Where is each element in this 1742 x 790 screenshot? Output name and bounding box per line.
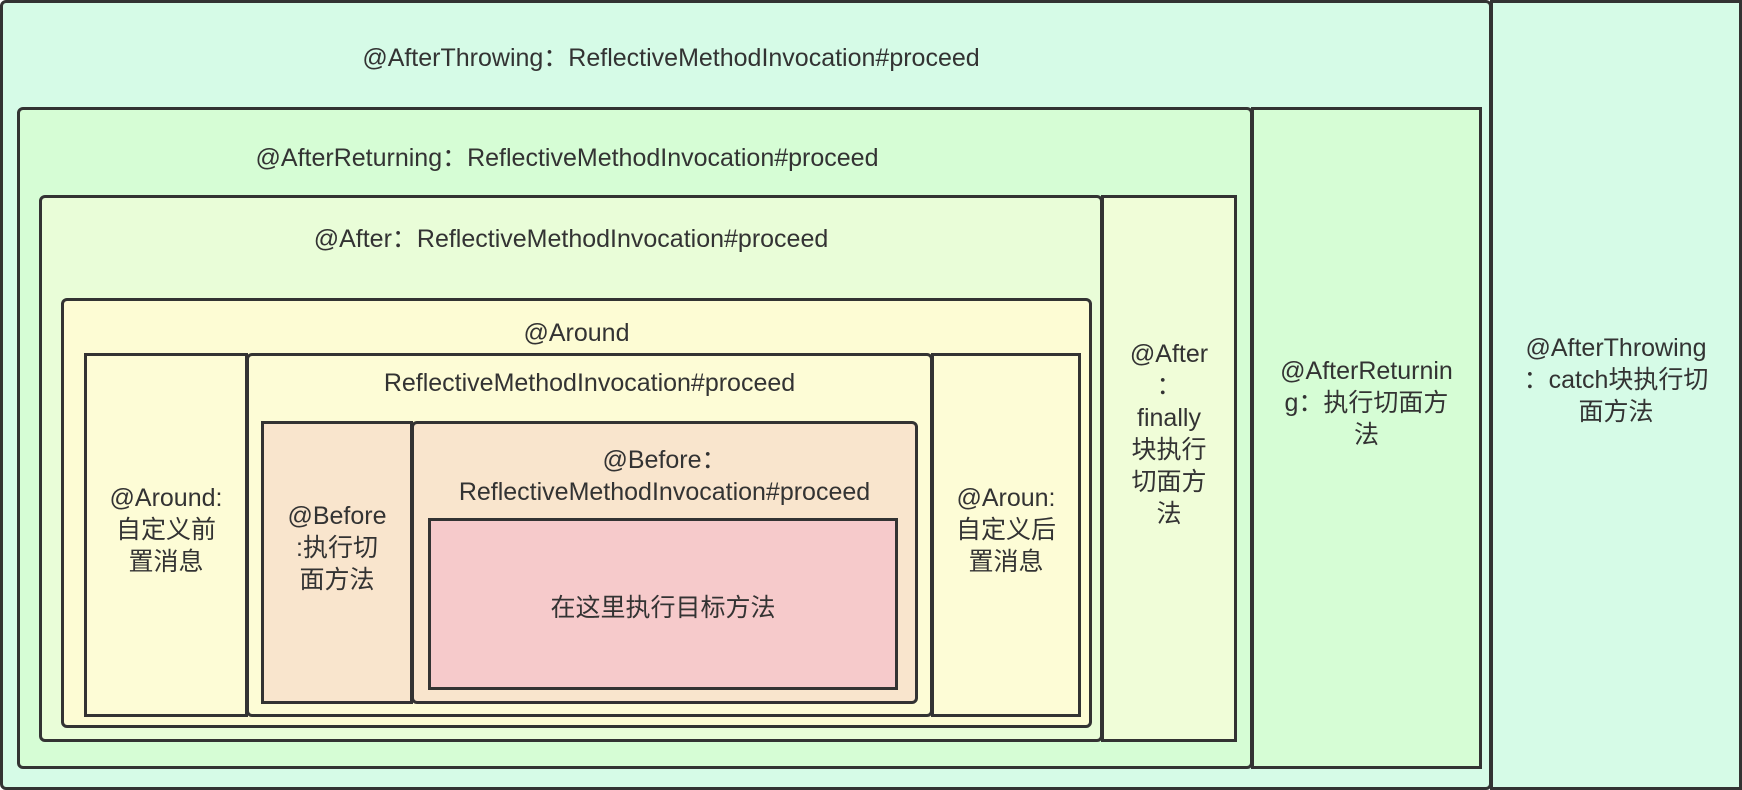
- target-method-label: 在这里执行目标方法: [550, 594, 776, 622]
- after-returning-side-box: @AfterReturnin g：执行切面方 法: [1251, 107, 1482, 769]
- around-post-box: @Aroun: 自定义后 置消息: [931, 353, 1081, 717]
- after-side-label: @After ： finally 块执行 切面方 法: [1129, 339, 1209, 528]
- after-returning-side-label: @AfterReturnin g：执行切面方 法: [1280, 357, 1453, 449]
- around-pre-label: @Around: 自定义前 置消息: [109, 484, 223, 576]
- after-side-box: @After ： finally 块执行 切面方 法: [1101, 195, 1237, 742]
- before-side-box: @Before :执行切 面方法: [261, 421, 413, 704]
- around-pre-box: @Around: 自定义前 置消息: [84, 353, 248, 717]
- after-throwing-title: @AfterThrowing：ReflectiveMethodInvocatio…: [362, 44, 980, 72]
- target-method-box: 在这里执行目标方法: [428, 518, 898, 690]
- after-returning-title: @AfterReturning：ReflectiveMethodInvocati…: [255, 144, 879, 172]
- before-title-line1: @Before：: [602, 446, 727, 474]
- before-title-line2: ReflectiveMethodInvocation#proceed: [458, 478, 871, 506]
- around-title: @Around: [523, 319, 630, 347]
- reflective-method-invocation-title: ReflectiveMethodInvocation#proceed: [383, 369, 796, 397]
- after-throwing-side-label: @AfterThrowing ：catch块执行切 面方法: [1523, 334, 1709, 426]
- before-side-label: @Before :执行切 面方法: [287, 501, 387, 594]
- after-title: @After：ReflectiveMethodInvocation#procee…: [313, 225, 829, 253]
- after-throwing-side-box: @AfterThrowing ：catch块执行切 面方法: [1490, 0, 1742, 790]
- around-post-label: @Aroun: 自定义后 置消息: [955, 484, 1056, 576]
